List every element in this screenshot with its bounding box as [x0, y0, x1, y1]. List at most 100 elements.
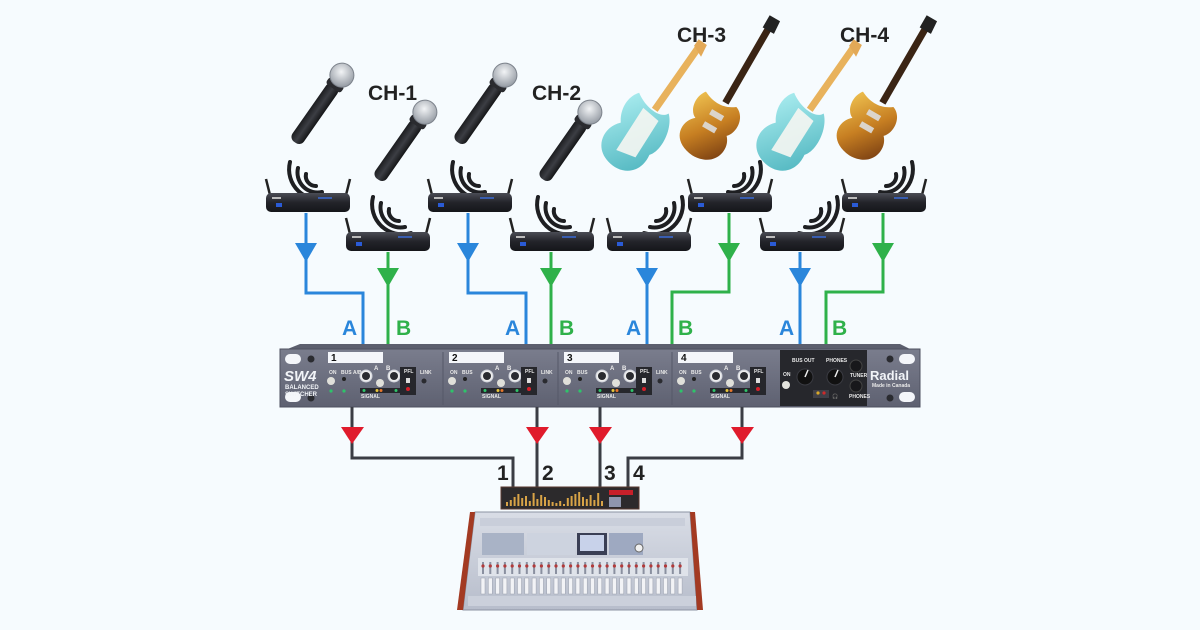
wireless-receiver-icon — [686, 178, 774, 212]
level-meter-bar — [566, 498, 569, 506]
ab-select-button[interactable] — [726, 379, 734, 387]
level-meter-bar — [506, 502, 508, 506]
pfl-switch[interactable] — [756, 378, 760, 383]
channel-fader[interactable] — [546, 577, 551, 595]
channel-fader[interactable] — [575, 577, 581, 595]
channel-fader[interactable] — [612, 577, 617, 595]
channel-fader[interactable] — [648, 577, 654, 595]
master-on-button[interactable] — [782, 381, 790, 389]
on-button[interactable] — [448, 377, 456, 385]
arrow-down-icon — [377, 268, 399, 287]
arrow-down-icon — [789, 268, 811, 287]
input-a-label: A — [505, 317, 520, 340]
wireless-signal-icon — [797, 195, 840, 237]
channel-fader[interactable] — [561, 577, 566, 595]
on-label: ON — [329, 370, 337, 376]
channel-fader[interactable] — [531, 577, 537, 595]
phones-jack-label: PHONES — [849, 394, 871, 400]
bus-out-label: BUS OUT — [792, 358, 815, 364]
channel-fader[interactable] — [604, 577, 610, 595]
channel-fader[interactable] — [524, 577, 530, 595]
channel-fader[interactable] — [509, 577, 515, 595]
channel-fader[interactable] — [488, 577, 493, 595]
ab-select-button[interactable] — [612, 379, 620, 387]
channel-fader[interactable] — [539, 577, 544, 595]
level-meter-bar — [547, 500, 550, 506]
ab-select-button[interactable] — [497, 379, 505, 387]
link-button[interactable] — [421, 378, 427, 384]
on-label: ON — [450, 370, 458, 376]
slot-number: 1 — [331, 353, 337, 364]
arrow-down-icon — [295, 243, 317, 262]
channel-fader[interactable] — [663, 577, 668, 595]
channel-fader[interactable] — [582, 577, 588, 595]
level-meter-bar — [544, 497, 546, 506]
channel-fader[interactable] — [655, 577, 661, 595]
input-a-label: A — [626, 317, 641, 340]
microphone-icon — [454, 62, 518, 144]
channel-fader[interactable] — [568, 577, 573, 595]
channel-fader[interactable] — [626, 577, 632, 595]
b-label: B — [736, 366, 741, 372]
model-name: SW4 — [284, 368, 317, 385]
bus-button[interactable] — [463, 377, 467, 381]
wireless-signal-icon — [642, 195, 685, 237]
channel-name-strip[interactable] — [678, 352, 733, 363]
channel-label-ch1: CH-1 — [368, 82, 417, 105]
channel-fader[interactable] — [495, 577, 500, 595]
channel-fader[interactable] — [590, 577, 595, 595]
channel-fader[interactable] — [670, 577, 676, 595]
microphone-icon — [291, 62, 355, 144]
arrow-down-icon — [341, 427, 364, 444]
pfl-switch[interactable] — [642, 378, 646, 383]
channel-fader[interactable] — [619, 577, 624, 595]
arrow-down-icon — [526, 427, 549, 444]
wireless-receiver-icon — [758, 217, 846, 251]
phones-jack[interactable] — [849, 379, 863, 393]
arrow-down-icon — [457, 243, 479, 262]
signal-label: SIGNAL — [711, 394, 730, 400]
master-section: BUS OUT PHONES TUNER PHONES ON 🎧 — [780, 350, 871, 406]
on-button[interactable] — [327, 377, 335, 385]
channel-name-strip[interactable] — [564, 352, 619, 363]
bus-button[interactable] — [578, 377, 582, 381]
channel-fader[interactable] — [641, 577, 646, 595]
link-button[interactable] — [542, 378, 548, 384]
pfl-switch[interactable] — [527, 378, 531, 383]
wireless-receiver-icon — [426, 178, 514, 212]
bus-label: BUS — [577, 370, 588, 376]
channel-fader[interactable] — [480, 577, 486, 595]
a-label: A — [610, 366, 615, 372]
channel-fader[interactable] — [502, 577, 508, 595]
ab-select-button[interactable] — [376, 379, 384, 387]
output-number-3: 3 — [604, 462, 616, 485]
level-meter-bar — [593, 500, 596, 506]
arrow-down-icon — [636, 268, 658, 287]
bus-button[interactable] — [692, 377, 696, 381]
channel-name-strip[interactable] — [328, 352, 383, 363]
channel-name-strip[interactable] — [449, 352, 504, 363]
phones-label: PHONES — [826, 358, 848, 364]
level-meter-bar — [540, 495, 543, 506]
channel-fader[interactable] — [634, 577, 639, 595]
level-meter-bar — [525, 496, 527, 506]
tuner-jack[interactable] — [849, 359, 863, 373]
channel-fader[interactable] — [553, 577, 559, 595]
link-button[interactable] — [657, 378, 663, 384]
arrow-down-icon — [731, 427, 754, 444]
channel-fader[interactable] — [597, 577, 603, 595]
bus-button[interactable] — [342, 377, 346, 381]
bus-label: BUS — [691, 370, 702, 376]
level-meter-bar — [570, 496, 573, 506]
channel-fader[interactable] — [517, 577, 522, 595]
on-button[interactable] — [563, 377, 571, 385]
on-button[interactable] — [677, 377, 685, 385]
wireless-receiver-icon — [264, 178, 352, 212]
pfl-switch[interactable] — [406, 378, 410, 383]
channel-fader[interactable] — [677, 577, 683, 595]
slot-number: 3 — [567, 353, 573, 364]
signal-label: SIGNAL — [361, 394, 380, 400]
